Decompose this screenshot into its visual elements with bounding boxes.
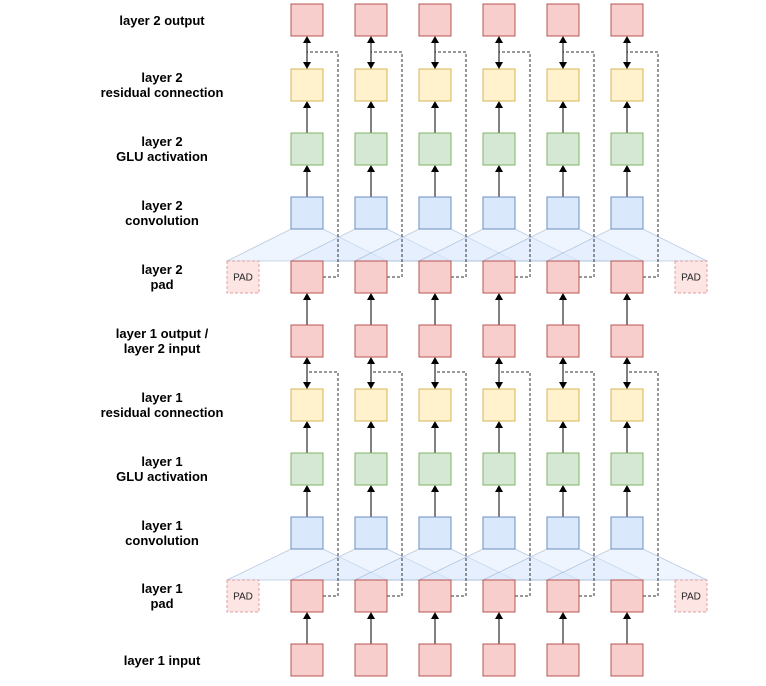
unit-l1-glu-6	[610, 452, 644, 486]
pad-label: PAD	[681, 273, 701, 284]
pad-label: PAD	[233, 592, 253, 603]
unit-l1-resid-2	[354, 388, 388, 422]
pad-box-l1-pad-right	[674, 579, 708, 613]
unit-l2-output-1	[290, 3, 324, 37]
row-label-l2-conv: layer 2 convolution	[125, 198, 199, 228]
unit-l2-glu-3	[418, 132, 452, 166]
unit-l1-resid-6	[610, 388, 644, 422]
unit-l2-resid-6	[610, 68, 644, 102]
unit-l2-glu-4	[482, 132, 516, 166]
unit-l1-input-5	[546, 643, 580, 677]
unit-l2-output-5	[546, 3, 580, 37]
unit-l1-pad-1	[290, 579, 324, 613]
pad-box-l2-pad-right	[674, 260, 708, 294]
unit-l1-pad-3	[418, 579, 452, 613]
unit-l1-resid-3	[418, 388, 452, 422]
row-label-l2-pad: layer 2 pad	[141, 262, 183, 292]
unit-l1-glu-1	[290, 452, 324, 486]
row-label-l1-input: layer 1 input	[123, 652, 201, 668]
unit-l1-output-3	[418, 324, 452, 358]
unit-l1-input-4	[482, 643, 516, 677]
unit-l2-resid-3	[418, 68, 452, 102]
row-label-l1-glu: layer 1 GLU activation	[116, 454, 208, 484]
unit-l2-conv-1	[290, 196, 324, 230]
unit-l2-pad-4	[482, 260, 516, 294]
unit-l2-output-2	[354, 3, 388, 37]
unit-l2-pad-5	[546, 260, 580, 294]
unit-l1-resid-4	[482, 388, 516, 422]
unit-l1-output-2	[354, 324, 388, 358]
row-label-l2-output: layer 2 output	[119, 12, 205, 28]
unit-l1-resid-5	[546, 388, 580, 422]
pad-label: PAD	[681, 592, 701, 603]
unit-l2-conv-5	[546, 196, 580, 230]
unit-l2-glu-6	[610, 132, 644, 166]
unit-l2-glu-2	[354, 132, 388, 166]
unit-l1-output-1	[290, 324, 324, 358]
unit-l2-conv-4	[482, 196, 516, 230]
unit-l1-glu-3	[418, 452, 452, 486]
unit-boxes: PAD PAD PAD PAD	[226, 3, 708, 677]
unit-l2-resid-2	[354, 68, 388, 102]
unit-l2-conv-3	[418, 196, 452, 230]
unit-l1-glu-2	[354, 452, 388, 486]
unit-l2-glu-1	[290, 132, 324, 166]
unit-l2-output-6	[610, 3, 644, 37]
unit-l2-pad-3	[418, 260, 452, 294]
unit-l1-pad-2	[354, 579, 388, 613]
unit-l1-conv-2	[354, 516, 388, 550]
unit-l1-pad-4	[482, 579, 516, 613]
pad-box-l2-pad-left	[226, 260, 260, 294]
unit-l2-pad-6	[610, 260, 644, 294]
unit-l1-conv-1	[290, 516, 324, 550]
unit-l2-resid-4	[482, 68, 516, 102]
unit-l2-conv-2	[354, 196, 388, 230]
unit-l1-input-6	[610, 643, 644, 677]
unit-l2-output-3	[418, 3, 452, 37]
unit-l1-glu-4	[482, 452, 516, 486]
unit-l1-conv-6	[610, 516, 644, 550]
unit-l1-pad-6	[610, 579, 644, 613]
unit-l1-conv-3	[418, 516, 452, 550]
unit-l1-input-1	[290, 643, 324, 677]
unit-l1-resid-1	[290, 388, 324, 422]
unit-l1-output-4	[482, 324, 516, 358]
unit-l1-conv-5	[546, 516, 580, 550]
unit-l1-input-2	[354, 643, 388, 677]
unit-l2-glu-5	[546, 132, 580, 166]
pad-label: PAD	[233, 273, 253, 284]
unit-l2-conv-6	[610, 196, 644, 230]
unit-l1-output-5	[546, 324, 580, 358]
unit-l1-output-6	[610, 324, 644, 358]
row-label-l1-resid: layer 1 residual connection	[100, 390, 224, 420]
flow-arrows	[303, 36, 631, 644]
row-label-l2-resid: layer 2 residual connection	[100, 70, 224, 100]
row-label-l1-pad: layer 1 pad	[141, 581, 183, 611]
row-label-l1-output: layer 1 output / layer 2 input	[115, 326, 209, 356]
unit-l2-pad-1	[290, 260, 324, 294]
unit-l1-conv-4	[482, 516, 516, 550]
unit-l2-output-4	[482, 3, 516, 37]
pad-box-l1-pad-left	[226, 579, 260, 613]
row-label-l1-conv: layer 1 convolution	[125, 518, 199, 548]
unit-l1-pad-5	[546, 579, 580, 613]
unit-l2-resid-5	[546, 68, 580, 102]
row-label-l2-glu: layer 2 GLU activation	[116, 134, 208, 164]
unit-l2-pad-2	[354, 260, 388, 294]
unit-l1-glu-5	[546, 452, 580, 486]
unit-l1-input-3	[418, 643, 452, 677]
unit-l2-resid-1	[290, 68, 324, 102]
